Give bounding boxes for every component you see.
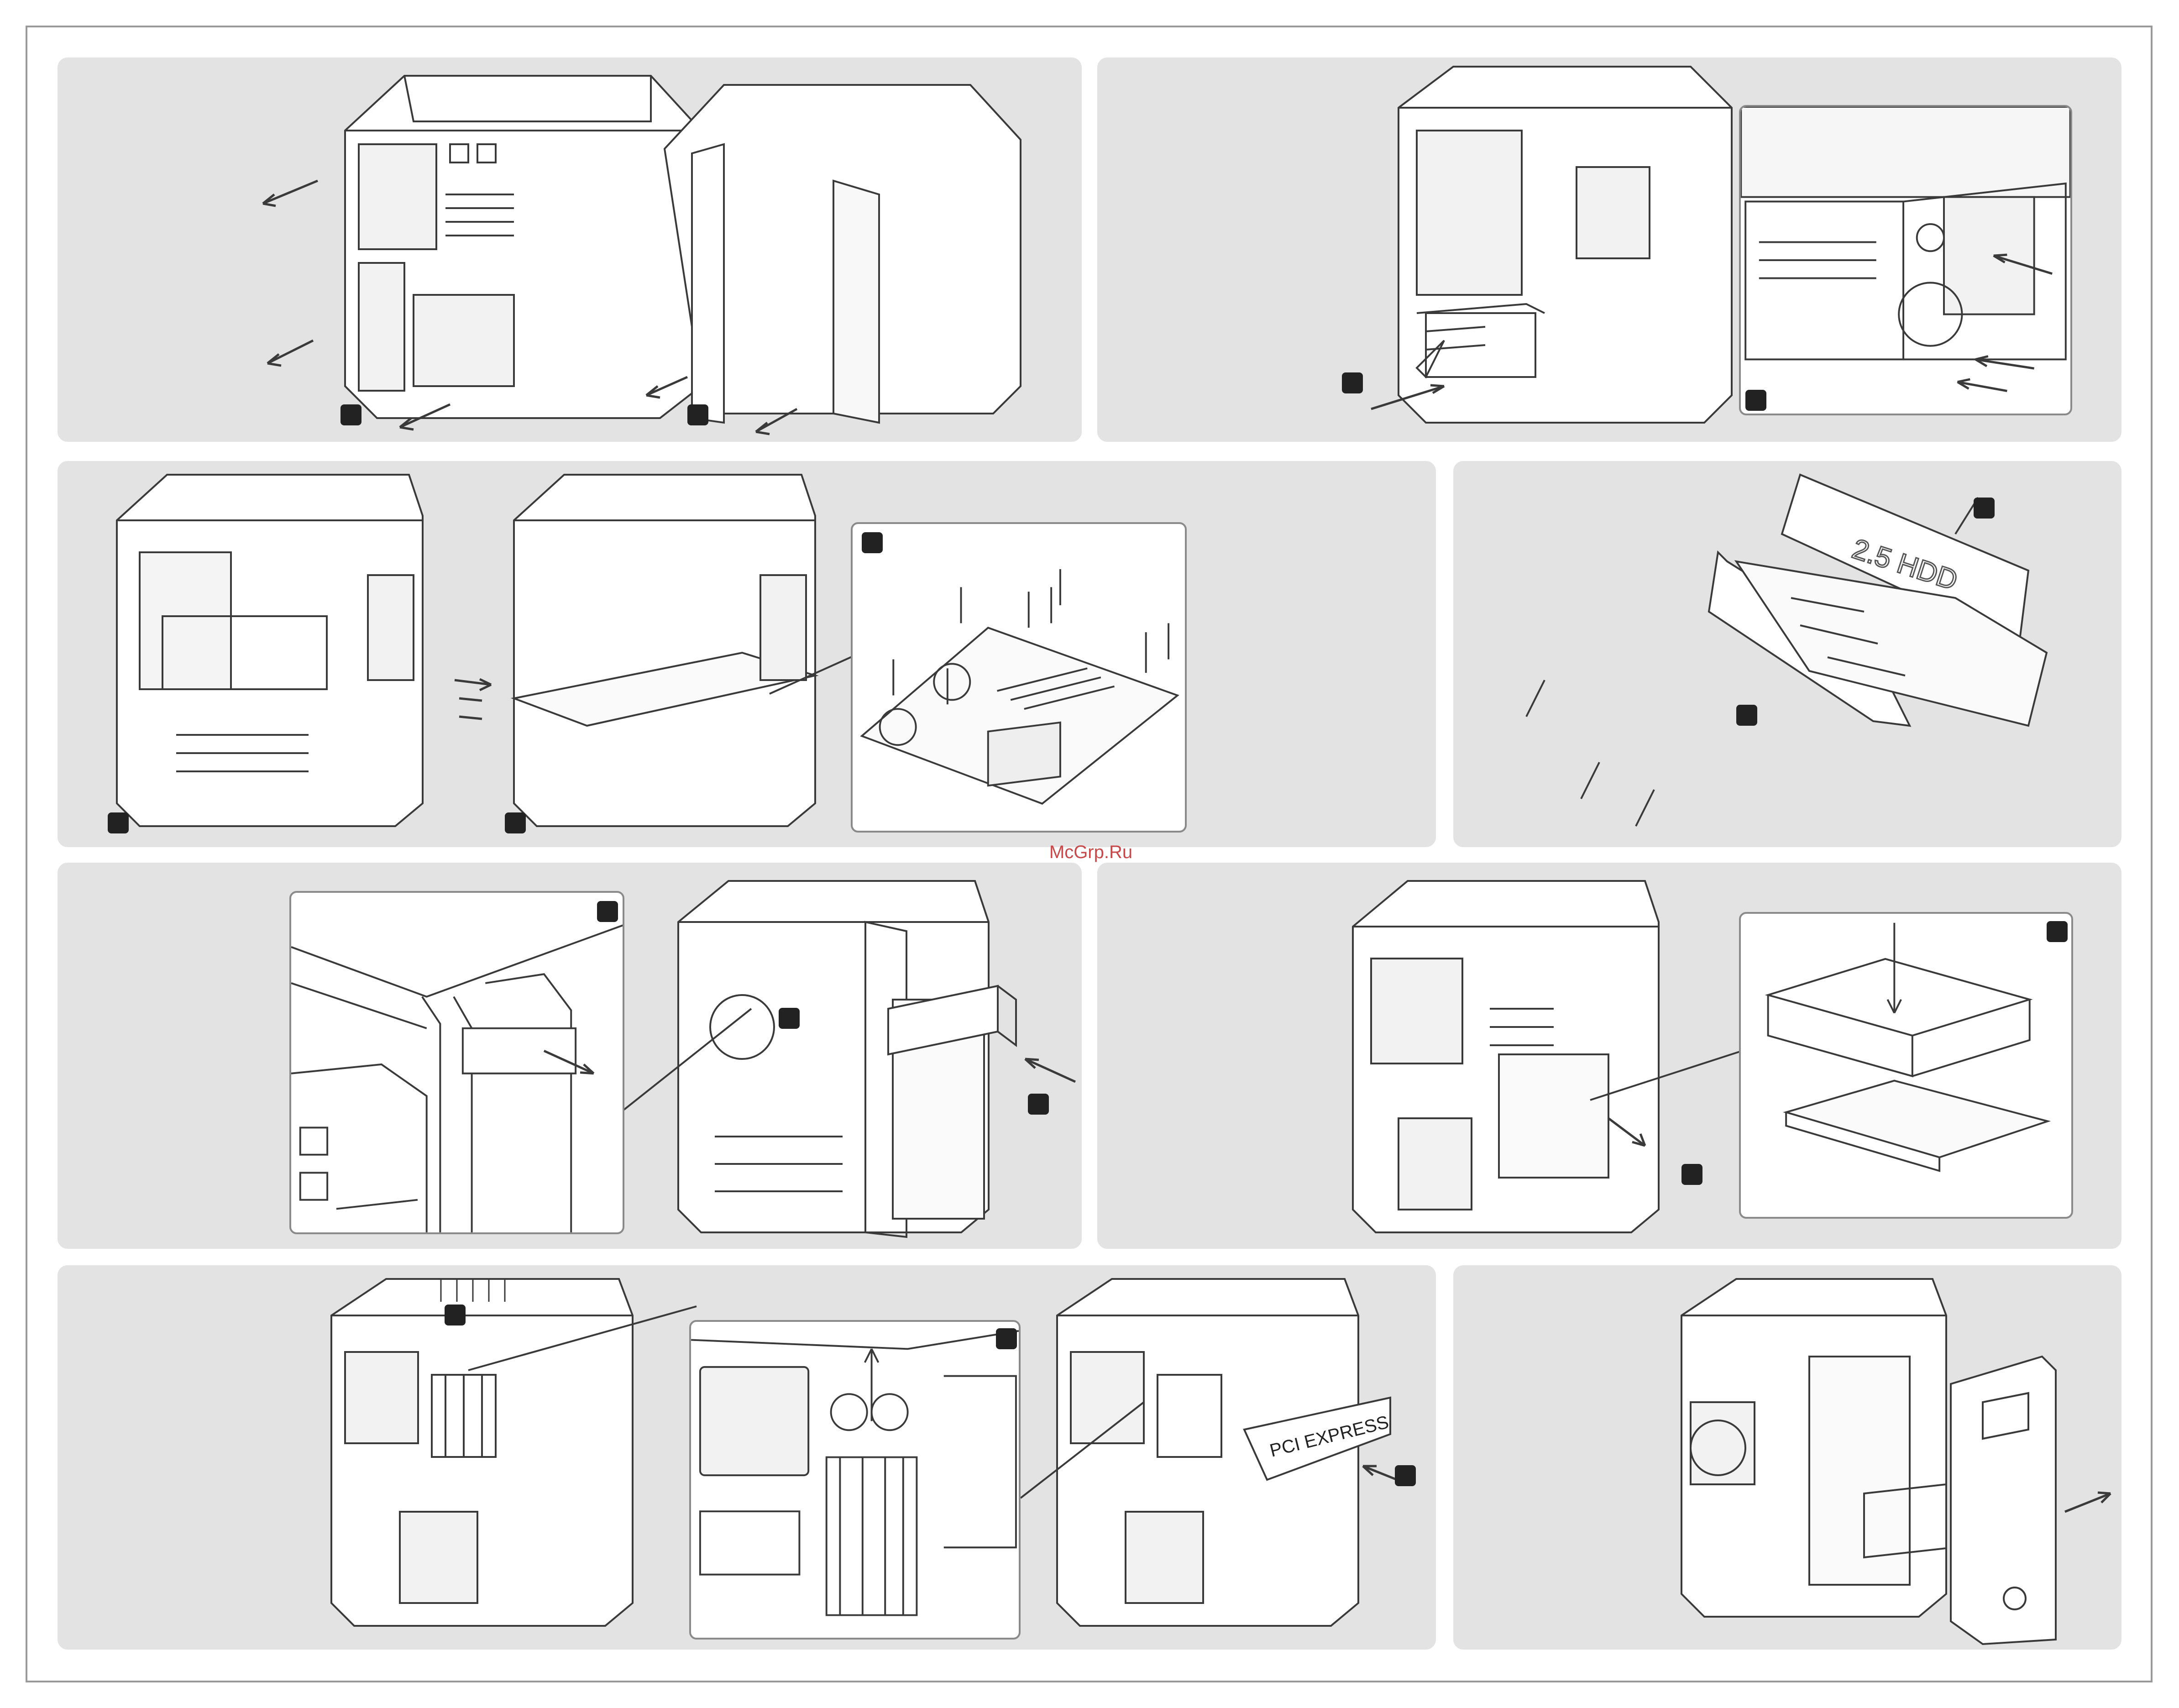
step-marker-icon [1028, 1094, 1049, 1115]
step-marker-icon [1342, 372, 1363, 393]
panel-35-hdd [1097, 863, 2121, 1249]
case-back-view [345, 76, 701, 418]
pci-slot-detail [689, 1320, 1021, 1640]
step-marker-icon [1745, 390, 1766, 411]
panel-psu-installation [1097, 58, 2121, 442]
step-marker-icon [1681, 1164, 1702, 1185]
panel-front-panel-removal [1453, 1265, 2121, 1650]
panel-pci-expansion: PCI EXPRESS [58, 1265, 1436, 1650]
step-marker-icon [1974, 498, 1995, 519]
step-marker-icon [687, 404, 708, 425]
step-marker-icon [445, 1305, 466, 1326]
case-pci-1 [331, 1279, 697, 1626]
panel-side-panel-removal [58, 58, 1082, 442]
step-marker-icon [340, 404, 361, 425]
watermark: McGrp.Ru [1004, 842, 1178, 863]
step-marker-icon [862, 532, 883, 553]
step-marker-icon [1736, 705, 1757, 726]
step-marker-icon [505, 812, 526, 833]
case-pci-2: PCI EXPRESS [1057, 1279, 1409, 1626]
case-interior-2 [514, 475, 815, 826]
step-marker-icon [108, 812, 129, 833]
step-marker-icon [597, 901, 618, 922]
case-interior-1 [117, 475, 423, 826]
hdd-tray-detail [1739, 912, 2073, 1219]
drive-bay-cover-detail [289, 891, 624, 1234]
step-marker-icon [996, 1328, 1017, 1349]
step-marker-icon [2047, 921, 2068, 942]
panel-motherboard-installation [58, 461, 1436, 847]
panel-25-hdd-tray: 2.5 HDD [1453, 461, 2121, 847]
psu-screw-detail [1739, 105, 2072, 415]
step-marker-icon [1395, 1465, 1416, 1486]
case-panel-open [665, 85, 1021, 423]
step-marker-icon [779, 1008, 800, 1029]
motherboard-standoff-detail [851, 522, 1187, 833]
panel-optical-drive [58, 863, 1082, 1249]
